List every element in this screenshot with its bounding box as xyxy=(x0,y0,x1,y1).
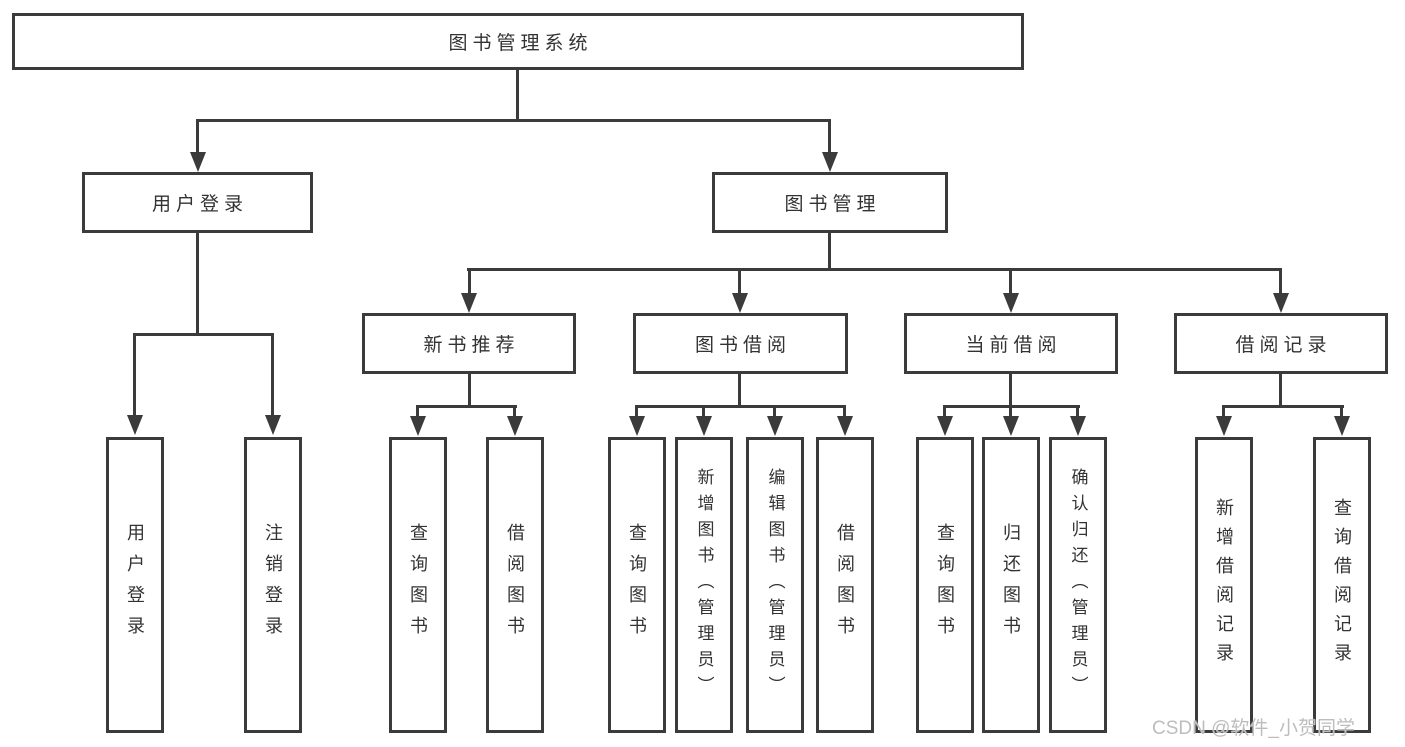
leaf-add-borrow-record: 新增借阅记录 xyxy=(1195,437,1253,733)
leaf-label: 查询图书 xyxy=(408,523,428,647)
arrow-down-icon xyxy=(507,416,523,436)
leaf-return-book: 归还图书 xyxy=(982,437,1040,733)
leaf-label: 新增借阅记录 xyxy=(1214,498,1234,672)
node-new-book-recommendation: 新书推荐 xyxy=(362,313,576,374)
connector-vline xyxy=(196,233,199,336)
arrow-down-icon xyxy=(1334,416,1350,436)
leaf-label: 编辑图书（管理员） xyxy=(765,468,785,702)
arrow-down-icon xyxy=(1273,293,1289,313)
leaf-label: 查询借阅记录 xyxy=(1332,498,1352,672)
leaf-label: 借阅图书 xyxy=(835,523,855,647)
arrow-down-icon xyxy=(696,416,712,436)
connector-vline xyxy=(468,374,471,408)
node-label: 用户登录 xyxy=(151,194,248,215)
connector-vline xyxy=(828,233,831,271)
leaf-label: 查询图书 xyxy=(627,523,647,647)
arrow-down-icon xyxy=(837,416,853,436)
node-current-borrowing: 当前借阅 xyxy=(904,313,1118,374)
arrow-down-icon xyxy=(410,416,426,436)
leaf-query-borrow-record: 查询借阅记录 xyxy=(1313,437,1371,733)
arrow-down-icon xyxy=(732,293,748,313)
leaf-add-book-admin: 新增图书（管理员） xyxy=(675,437,733,733)
connector-hline xyxy=(1222,405,1344,408)
connector-vline xyxy=(1222,405,1225,418)
connector-vline xyxy=(738,374,741,408)
connector-vline xyxy=(843,405,846,418)
node-label: 图书管理系统 xyxy=(448,33,593,54)
connector-vline xyxy=(1009,374,1012,408)
arrow-down-icon xyxy=(461,293,477,313)
leaf-query-books-current: 查询图书 xyxy=(916,437,974,733)
arrow-down-icon xyxy=(127,415,143,435)
connector-hline xyxy=(196,119,831,122)
arrow-down-icon xyxy=(937,416,953,436)
arrow-down-icon xyxy=(767,416,783,436)
connector-vline xyxy=(513,405,516,418)
leaf-label: 新增图书（管理员） xyxy=(694,468,714,702)
arrow-down-icon xyxy=(629,416,645,436)
node-book-borrowing: 图书借阅 xyxy=(633,313,848,374)
connector-vline xyxy=(828,119,831,152)
csdn-watermark: CSDN @软件_小贺同学 xyxy=(1152,718,1355,739)
node-borrowing-records: 借阅记录 xyxy=(1174,313,1388,374)
node-label: 新书推荐 xyxy=(423,335,520,356)
connector-vline xyxy=(1340,405,1343,418)
connector-vline xyxy=(1076,405,1079,418)
connector-hline xyxy=(467,268,1282,271)
arrow-down-icon xyxy=(1070,416,1086,436)
connector-vline xyxy=(773,405,776,418)
arrow-down-icon xyxy=(1003,293,1019,313)
connector-vline xyxy=(1279,374,1282,408)
connector-vline xyxy=(468,268,471,294)
leaf-borrow-books-recommend: 借阅图书 xyxy=(486,437,544,733)
connector-vline xyxy=(516,70,519,121)
connector-vline xyxy=(635,405,638,418)
node-label: 借阅记录 xyxy=(1235,335,1332,356)
connector-hline xyxy=(635,405,846,408)
connector-vline xyxy=(1279,268,1282,294)
leaf-label: 查询图书 xyxy=(935,523,955,647)
leaf-query-books-recommend: 查询图书 xyxy=(389,437,447,733)
connector-vline xyxy=(943,405,946,418)
connector-vline xyxy=(1009,268,1012,294)
connector-hline xyxy=(416,405,517,408)
node-label: 当前借阅 xyxy=(965,335,1062,356)
leaf-label: 归还图书 xyxy=(1001,523,1021,647)
leaf-label: 注销登录 xyxy=(263,523,283,647)
node-user-login: 用户登录 xyxy=(82,172,313,233)
leaf-label: 用户登录 xyxy=(125,523,145,647)
leaf-confirm-return-admin: 确认归还（管理员） xyxy=(1049,437,1107,733)
leaf-user-login: 用户登录 xyxy=(106,437,164,733)
arrow-down-icon xyxy=(822,152,838,172)
arrow-down-icon xyxy=(265,415,281,435)
leaf-query-books-borrowing: 查询图书 xyxy=(608,437,666,733)
arrow-down-icon xyxy=(190,152,206,172)
leaf-edit-book-admin: 编辑图书（管理员） xyxy=(746,437,804,733)
connector-vline xyxy=(133,333,136,417)
connector-hline xyxy=(133,333,274,336)
connector-vline xyxy=(271,333,274,417)
leaf-label: 确认归还（管理员） xyxy=(1068,468,1088,702)
leaf-label: 借阅图书 xyxy=(505,523,525,647)
node-label: 图书借阅 xyxy=(694,335,791,356)
arrow-down-icon xyxy=(1216,416,1232,436)
leaf-borrow-books: 借阅图书 xyxy=(816,437,874,733)
connector-vline xyxy=(416,405,419,418)
connector-vline xyxy=(1009,405,1012,418)
leaf-logout: 注销登录 xyxy=(244,437,302,733)
connector-vline xyxy=(196,119,199,152)
node-label: 图书管理 xyxy=(784,194,881,215)
connector-vline xyxy=(738,268,741,294)
node-book-management: 图书管理 xyxy=(712,172,948,233)
connector-vline xyxy=(702,405,705,418)
node-library-management-system: 图书管理系统 xyxy=(12,13,1024,70)
arrow-down-icon xyxy=(1003,416,1019,436)
